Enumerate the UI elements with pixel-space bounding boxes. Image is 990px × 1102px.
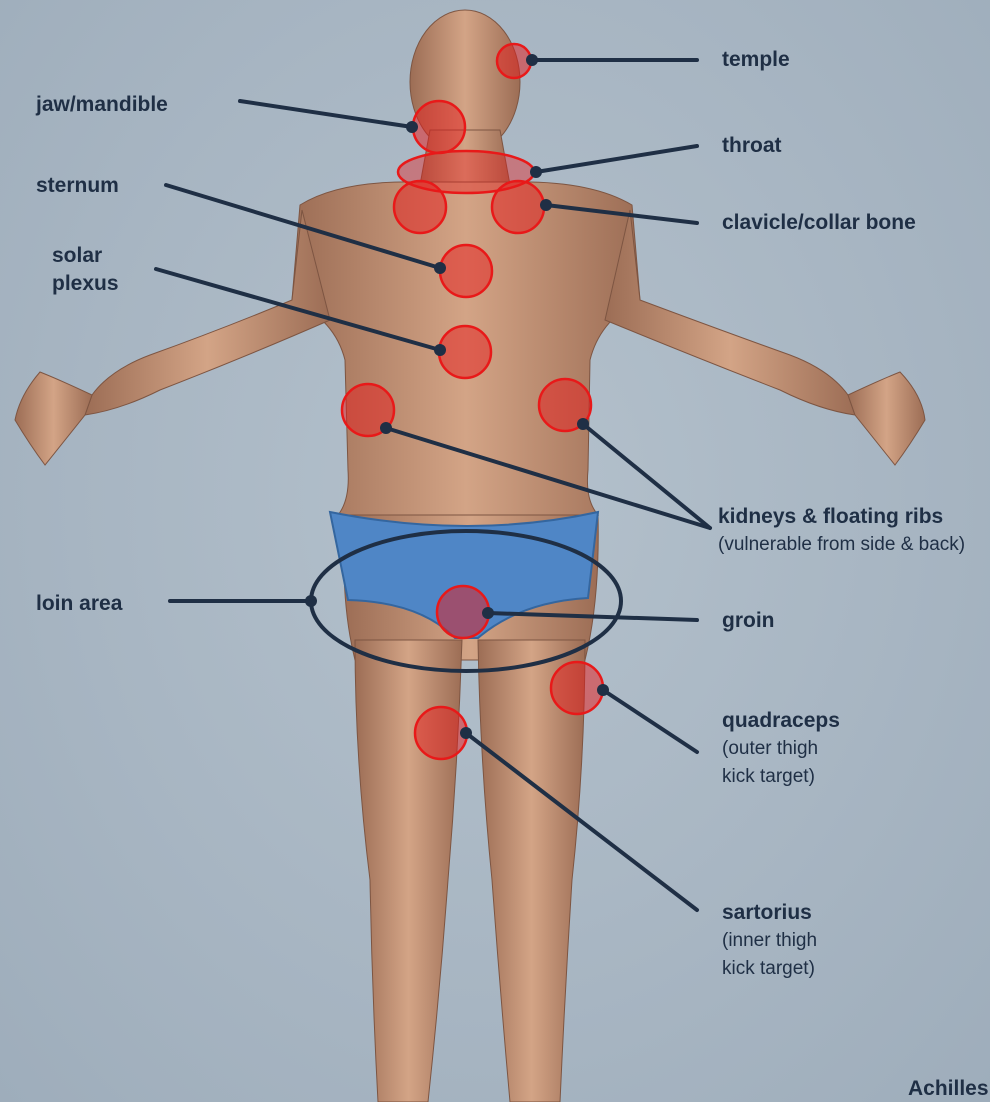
sartorius-note-line1: (inner thigh xyxy=(722,928,817,954)
quadraceps-dot xyxy=(597,684,609,696)
temple-target xyxy=(497,44,531,78)
sternum-dot xyxy=(434,262,446,274)
right-arm xyxy=(605,210,855,415)
jaw-leader xyxy=(240,101,412,127)
solar-plexus-label-line1: solar xyxy=(52,243,102,269)
kidneys-note: (vulnerable from side & back) xyxy=(718,532,965,558)
temple-label: temple xyxy=(722,47,790,73)
loin-area-label: loin area xyxy=(36,591,122,617)
solar-plexus-target xyxy=(439,326,491,378)
quadraceps-note-line1: (outer thigh xyxy=(722,736,818,762)
left-arm xyxy=(85,210,330,415)
achilles-label: Achilles xyxy=(908,1076,989,1102)
jaw-target xyxy=(413,101,465,153)
quadraceps-leader xyxy=(603,690,697,752)
quadraceps-note-line2: kick target) xyxy=(722,764,815,790)
temple-dot xyxy=(526,54,538,66)
sternum-target xyxy=(440,245,492,297)
clavicle-target-right xyxy=(492,181,544,233)
jaw-dot xyxy=(406,121,418,133)
clavicle-dot xyxy=(540,199,552,211)
sternum-label: sternum xyxy=(36,173,119,199)
right-hand xyxy=(848,372,925,465)
clavicle-label: clavicle/collar bone xyxy=(722,210,916,236)
solar-plexus-dot xyxy=(434,344,446,356)
sartorius-dot xyxy=(460,727,472,739)
quadraceps-target xyxy=(551,662,603,714)
groin-label: groin xyxy=(722,608,775,634)
left-hand xyxy=(15,372,92,465)
groin-target xyxy=(437,586,489,638)
sartorius-note-line2: kick target) xyxy=(722,956,815,982)
throat-label: throat xyxy=(722,133,782,159)
kidney-dot-left xyxy=(380,422,392,434)
sartorius-target xyxy=(415,707,467,759)
clavicle-target-left xyxy=(394,181,446,233)
jaw-label: jaw/mandible xyxy=(36,92,168,118)
groin-dot xyxy=(482,607,494,619)
loin-dot xyxy=(305,595,317,607)
quadraceps-label: quadraceps xyxy=(722,708,840,734)
kidney-leader-right xyxy=(583,424,710,528)
throat-leader xyxy=(536,146,697,172)
kidneys-label: kidneys & floating ribs xyxy=(718,504,943,530)
throat-dot xyxy=(530,166,542,178)
kidney-dot-right xyxy=(577,418,589,430)
solar-plexus-label-line2: plexus xyxy=(52,271,119,297)
sartorius-label: sartorius xyxy=(722,900,812,926)
